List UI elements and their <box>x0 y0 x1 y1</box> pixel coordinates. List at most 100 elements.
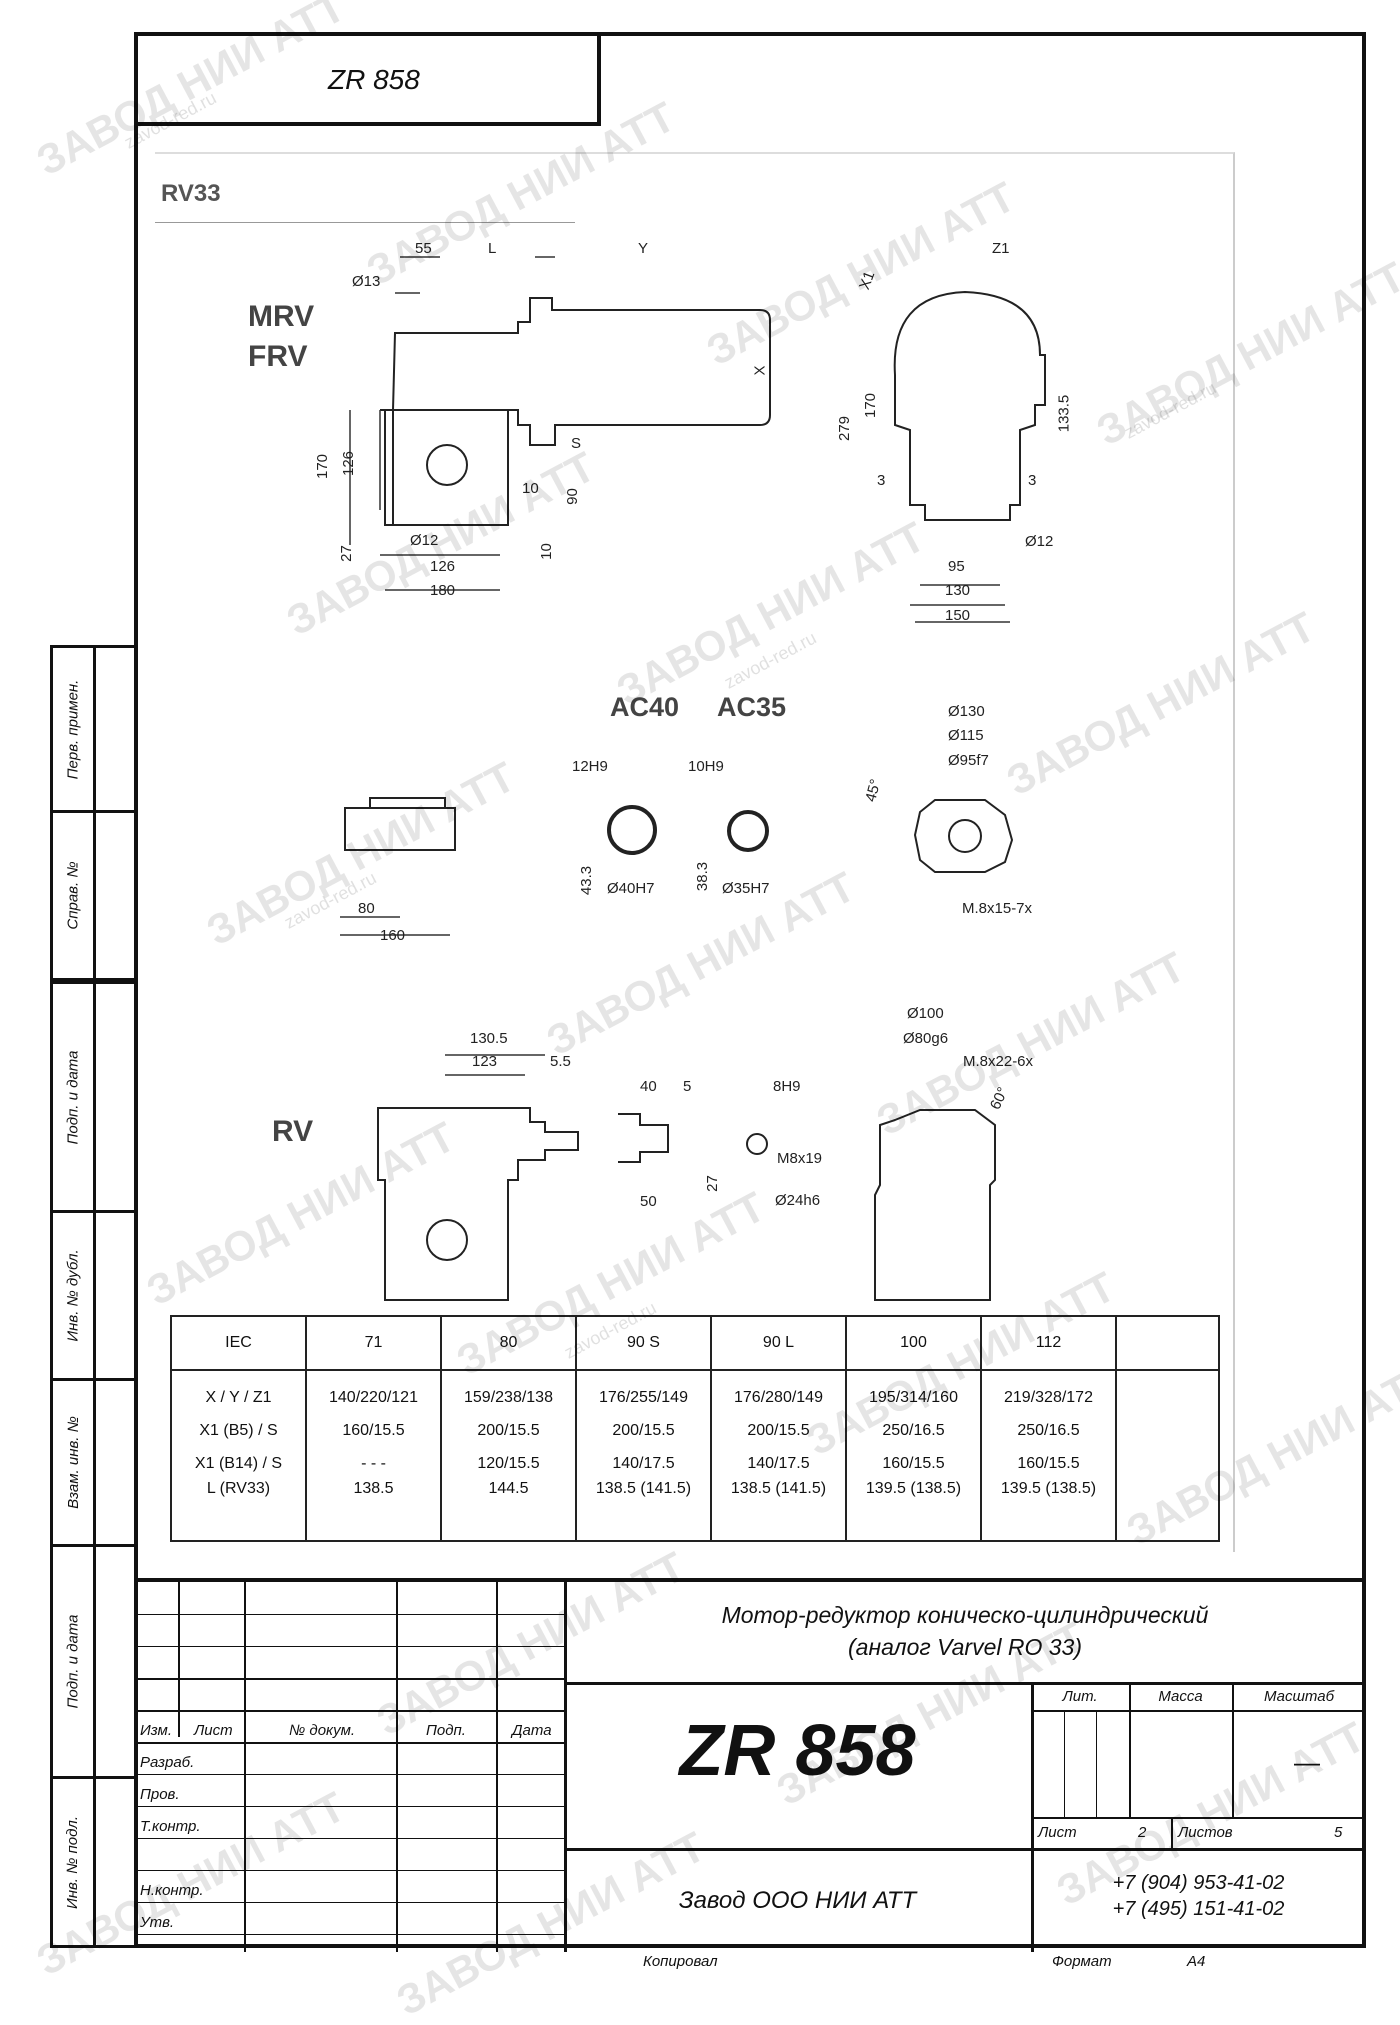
dim-d24h6: Ø24h6 <box>775 1192 821 1209</box>
dim-X: X <box>751 365 769 376</box>
table-header-cell: 100 <box>845 1315 982 1371</box>
tb-col-izm: Изм. <box>140 1722 172 1739</box>
view-label-rv: RV <box>272 1115 314 1148</box>
table-cell: L (RV33) <box>170 1480 307 1542</box>
tb-code: ZR 858 <box>679 1711 916 1791</box>
dim-40: 40 <box>640 1078 657 1095</box>
dim-170b: 170 <box>862 392 880 419</box>
table-cell: 159/238/138 <box>440 1370 577 1414</box>
tb-col-list: Лист <box>194 1722 233 1739</box>
technical-drawing <box>340 256 1046 1301</box>
side-cell: Взам. инв. № <box>50 1381 134 1547</box>
side-label: Инв. № дубл. <box>64 1249 82 1342</box>
dim-L: L <box>488 240 497 257</box>
tb-scale-label: Масштаб <box>1263 1688 1335 1705</box>
rv-shaft-end <box>746 1133 768 1155</box>
table-row: L (RV33) 138.5 144.5 138.5 (141.5) 138.5… <box>170 1480 1220 1542</box>
table-header-cell: 80 <box>440 1315 577 1371</box>
dim-d115: Ø115 <box>948 727 984 744</box>
table-cell <box>1115 1414 1220 1447</box>
table-cell: 160/15.5 <box>980 1447 1117 1480</box>
dim-27: 27 <box>337 545 355 562</box>
dim-M8x15: M.8x15-7x <box>962 900 1033 917</box>
side-label: Справ. № <box>64 861 82 930</box>
side-label: Инв. № подл. <box>64 1815 82 1909</box>
dim-10a: 10 <box>522 480 539 497</box>
flange-outline <box>913 799 1014 873</box>
dim-d100: Ø100 <box>907 1005 944 1022</box>
dim-50: 50 <box>640 1193 657 1210</box>
tb-company: Завод ООО НИИ АТТ <box>678 1887 917 1914</box>
table-cell: X1 (B5) / S <box>170 1414 307 1447</box>
table-cell <box>1115 1480 1220 1542</box>
table-cell: 160/15.5 <box>845 1447 982 1480</box>
table-cell: 138.5 (141.5) <box>710 1480 847 1542</box>
table-cell: 139.5 (138.5) <box>980 1480 1117 1542</box>
table-cell: 160/15.5 <box>305 1414 442 1447</box>
dim-95: 95 <box>948 558 965 575</box>
mrv-housing-outline <box>384 297 771 526</box>
dim-d35H7: Ø35H7 <box>722 880 770 897</box>
ac-shaft-body <box>344 807 456 851</box>
title-block: Изм. Лист № докум. Подп. Дата Разраб. Пр… <box>134 1578 1366 1952</box>
tb-col-sign: Подп. <box>426 1722 466 1739</box>
table-cell: 120/15.5 <box>440 1447 577 1480</box>
table-cell <box>1115 1447 1220 1480</box>
side-cell: Справ. № <box>50 813 134 981</box>
dim-27b: 27 <box>703 1175 721 1192</box>
rv-front-outline <box>874 1109 996 1301</box>
side-label: Подп. и дата <box>64 1050 82 1144</box>
view-label-frv: FRV <box>248 340 308 373</box>
table-cell: 250/16.5 <box>845 1414 982 1447</box>
table-cell <box>1115 1370 1220 1414</box>
dim-123: 123 <box>472 1053 498 1070</box>
dim-180: 180 <box>430 582 456 599</box>
series-underline <box>155 222 575 223</box>
drawing-frame <box>134 32 1366 1948</box>
dim-d12b: Ø12 <box>1025 533 1054 550</box>
table-header-row: IEC 71 80 90 S 90 L 100 112 <box>170 1315 1220 1371</box>
tb-phone-2: +7 (495) 151-41-02 <box>1112 1898 1285 1920</box>
dim-38-3: 38.3 <box>694 861 712 892</box>
dim-279: 279 <box>836 415 854 442</box>
dim-150: 150 <box>945 607 971 624</box>
table-cell: - - - <box>305 1447 442 1480</box>
tb-sheets-value: 5 <box>1334 1824 1343 1841</box>
dim-d130: Ø130 <box>948 703 985 720</box>
table-cell: 138.5 <box>305 1480 442 1542</box>
table-cell: X / Y / Z1 <box>170 1370 307 1414</box>
table-cell: 200/15.5 <box>710 1414 847 1447</box>
dim-5: 5 <box>683 1078 692 1095</box>
copied-label: Копировал <box>643 1953 718 1970</box>
format-value: A4 <box>1187 1953 1206 1970</box>
dim-8H9: 8H9 <box>773 1078 801 1095</box>
side-cell: Инв. № подл. <box>50 1779 134 1948</box>
ac-shaft-neck <box>369 797 446 808</box>
dim-d13: Ø13 <box>352 273 381 290</box>
table-cell: 200/15.5 <box>440 1414 577 1447</box>
dim-80: 80 <box>358 900 375 917</box>
tb-role: Н.контр. <box>140 1882 204 1899</box>
dim-133-5: 133.5 <box>1055 394 1073 433</box>
dim-10H9: 10H9 <box>688 758 724 775</box>
dim-90: 90 <box>563 488 581 505</box>
dim-12H9: 12H9 <box>572 758 608 775</box>
table-header-cell: 71 <box>305 1315 442 1371</box>
tb-sheet-label: Лист <box>1038 1824 1077 1841</box>
table-cell: X1 (B14) / S <box>170 1447 307 1480</box>
ac35-bore <box>727 810 769 852</box>
view-label-ac40: AC40 <box>610 692 680 722</box>
table-row: X1 (B5) / S 160/15.5 200/15.5 200/15.5 2… <box>170 1414 1220 1447</box>
table-cell: 250/16.5 <box>980 1414 1117 1447</box>
tb-lit-label: Лит. <box>1062 1688 1098 1705</box>
tb-sheets-label: Листов <box>1178 1824 1233 1841</box>
tb-role: Т.контр. <box>140 1818 201 1835</box>
side-cell: Подп. и дата <box>50 981 134 1213</box>
table-header-cell: 112 <box>980 1315 1117 1371</box>
side-label: Перв. примен. <box>64 679 82 779</box>
tb-description-1: Мотор-редуктор коническо-цилиндрический <box>721 1602 1209 1628</box>
side-label: Подп. и дата <box>64 1614 82 1709</box>
dim-3a: 3 <box>877 472 886 489</box>
dim-5-5: 5.5 <box>550 1053 571 1070</box>
dim-S: S <box>571 435 582 452</box>
